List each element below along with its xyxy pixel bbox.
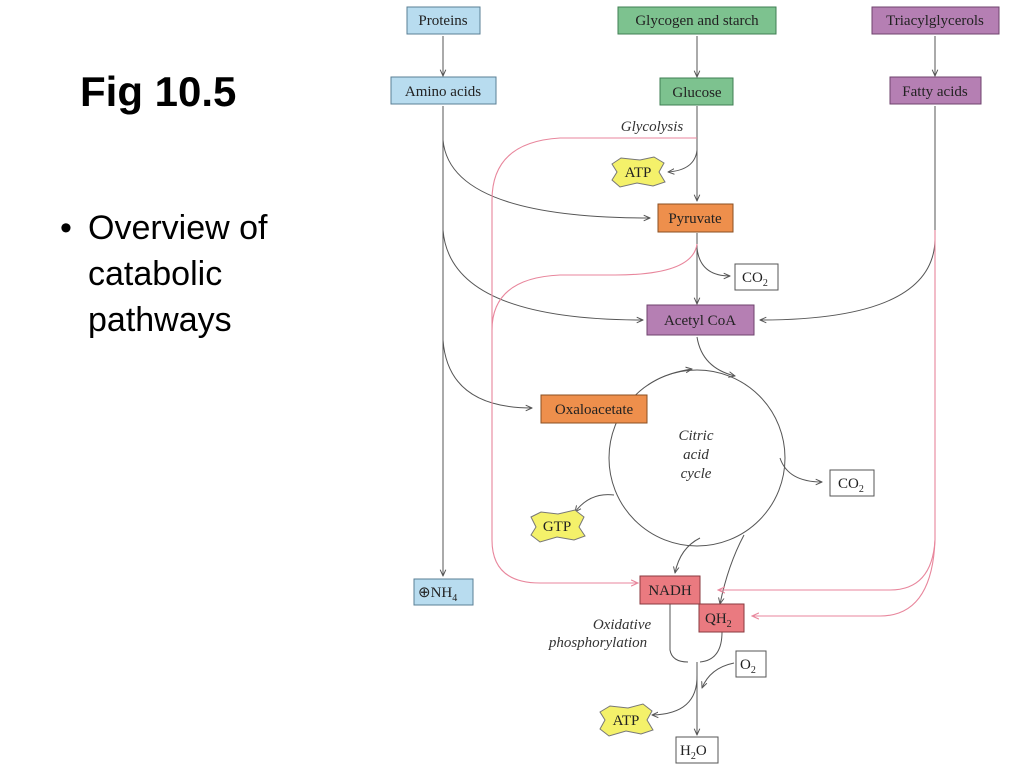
svg-text:Citric: Citric [678, 428, 713, 444]
nadh-box: NADH [639, 575, 701, 605]
electron-carrier-paths [491, 137, 936, 616]
cycle-gtp-arrow [575, 494, 615, 512]
co2-box-cycle: CO2 [829, 469, 875, 497]
svg-text:Oxaloacetate: Oxaloacetate [555, 402, 634, 418]
svg-text:Pyruvate: Pyruvate [668, 211, 722, 227]
cycle-co2-arrow [779, 457, 822, 482]
pyruvate-co2-arrow [696, 247, 730, 276]
svg-text:O2: O2 [740, 657, 756, 676]
oxphos-to-atp-arrow [652, 674, 698, 715]
proteins-box: Proteins [406, 6, 481, 35]
o2-to-water-arrow [702, 662, 735, 688]
gtp-star: GTP [530, 509, 586, 543]
glycolysis-label: Glycolysis [621, 119, 684, 135]
acetyl-coa-box: Acetyl CoA [646, 304, 755, 336]
glycolysis-to-atp-arrow [668, 149, 698, 172]
pyruvate-box: Pyruvate [657, 203, 734, 233]
o2-box: O2 [735, 650, 767, 678]
svg-text:Oxidative: Oxidative [593, 617, 652, 633]
svg-text:⊕NH4: ⊕NH4 [418, 585, 457, 604]
citric-acid-cycle-label: Citric acid cycle [678, 428, 713, 482]
slide-title: Fig 10.5 [80, 68, 237, 115]
svg-text:Triacylglycerols: Triacylglycerols [886, 13, 984, 29]
amino-acids-to-acetyl-coa-arrow [442, 229, 643, 320]
qh2-to-oxphos-line [699, 631, 723, 663]
water-box: H2O [675, 736, 719, 764]
svg-text:ATP: ATP [613, 713, 640, 729]
svg-text:QH2: QH2 [705, 611, 732, 630]
ammonium-box: ⊕NH4 [413, 578, 474, 606]
co2-box-pyruvate: CO2 [734, 263, 779, 291]
citric-acid-cycle-ring [608, 369, 786, 547]
svg-text:Glucose: Glucose [672, 85, 721, 101]
cycle-to-nadh-arrow [675, 537, 701, 573]
oxaloacetate-box: Oxaloacetate [540, 394, 648, 424]
svg-text:phosphorylation: phosphorylation [548, 635, 647, 651]
glucose-box: Glucose [659, 77, 734, 106]
amino-acids-to-oxaloacetate-arrow [442, 339, 532, 408]
atp-star-glycolysis: ATP [611, 156, 666, 188]
svg-text:Fatty acids: Fatty acids [902, 84, 968, 100]
svg-text:ATP: ATP [625, 165, 652, 181]
nadh-to-oxphos-line [669, 600, 689, 663]
oxidative-phosphorylation-label: Oxidative phosphorylation [548, 617, 652, 651]
svg-text:Acetyl CoA: Acetyl CoA [664, 313, 736, 329]
fatty-acids-to-acetyl-coa-arrow [760, 106, 936, 320]
cycle-regenerates-oxaloacetate-arrow [647, 369, 692, 386]
svg-text:GTP: GTP [543, 519, 571, 535]
svg-text:Glycogen and starch: Glycogen and starch [635, 13, 759, 29]
triacylglycerols-box: Triacylglycerols [871, 6, 1000, 35]
pathway-arrows [443, 36, 935, 735]
glycogen-starch-box: Glycogen and starch [617, 6, 777, 35]
svg-text:Amino acids: Amino acids [405, 84, 481, 100]
svg-text:acid: acid [683, 447, 709, 463]
bullet-text: Overview of catabolic pathways [88, 209, 268, 339]
amino-acids-to-pyruvate-arrow [442, 139, 650, 218]
svg-text:Proteins: Proteins [418, 13, 467, 29]
amino-acids-box: Amino acids [390, 76, 497, 105]
svg-text:CO2: CO2 [838, 476, 864, 495]
cycle-to-qh2-arrow [720, 534, 745, 604]
qh2-box: QH2 [698, 603, 745, 633]
svg-text:NADH: NADH [648, 583, 691, 599]
fatty-acids-box: Fatty acids [889, 76, 982, 105]
pyruvate-nadh-path [491, 243, 698, 331]
atp-star-oxphos: ATP [599, 703, 654, 737]
acetyl-coa-into-cycle-arrow [696, 336, 735, 376]
svg-text:H2O: H2O [680, 743, 707, 762]
fatty-acids-qh2-path [752, 539, 936, 616]
glycolysis-nadh-path [491, 137, 697, 583]
bullet-point-icon: • [60, 209, 72, 247]
svg-text:cycle: cycle [681, 466, 712, 482]
svg-text:CO2: CO2 [742, 270, 768, 289]
